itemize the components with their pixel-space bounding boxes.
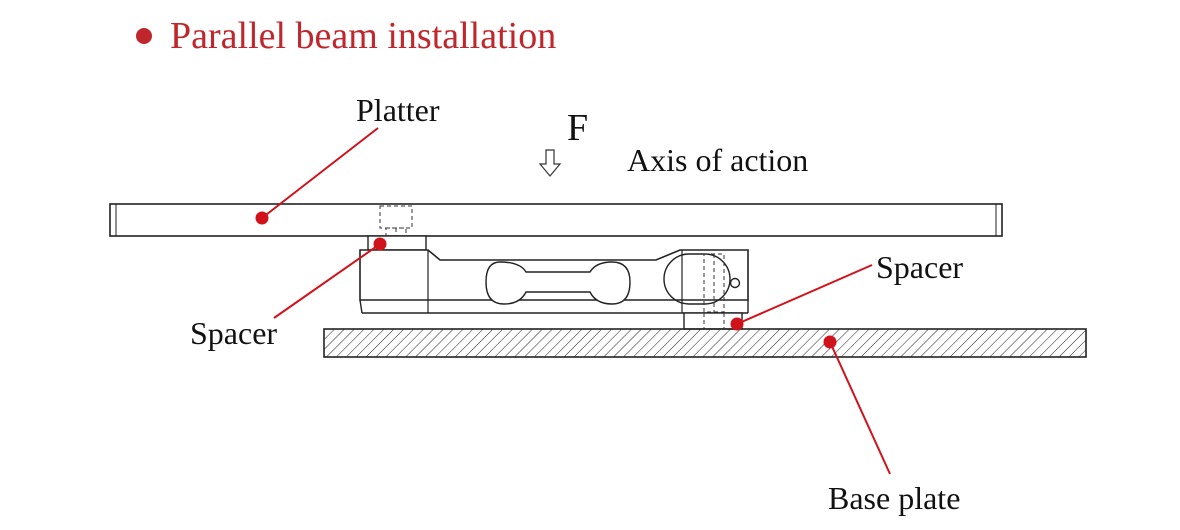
platter: [109, 203, 1003, 237]
load-cell: [359, 249, 749, 314]
leader-spacer-bottom: [730, 264, 873, 331]
base-plate: [323, 328, 1087, 358]
down-arrow-icon: [538, 149, 562, 177]
label-force: F: [567, 107, 589, 149]
section-title: Parallel beam installation: [170, 15, 557, 57]
label-axis-of-action: Axis of action: [627, 142, 809, 178]
label-spacer-left: Spacer: [190, 315, 278, 351]
section-heading: Parallel beam installation: [136, 14, 556, 58]
label-spacer-right: Spacer: [876, 249, 964, 285]
leader-base-plate: [823, 335, 891, 475]
label-platter: Platter: [356, 92, 440, 128]
leader-platter: [255, 127, 379, 225]
bullet-dot-icon: [136, 28, 152, 44]
label-base-plate: Base plate: [828, 480, 961, 516]
leader-spacer-top: [273, 237, 387, 319]
